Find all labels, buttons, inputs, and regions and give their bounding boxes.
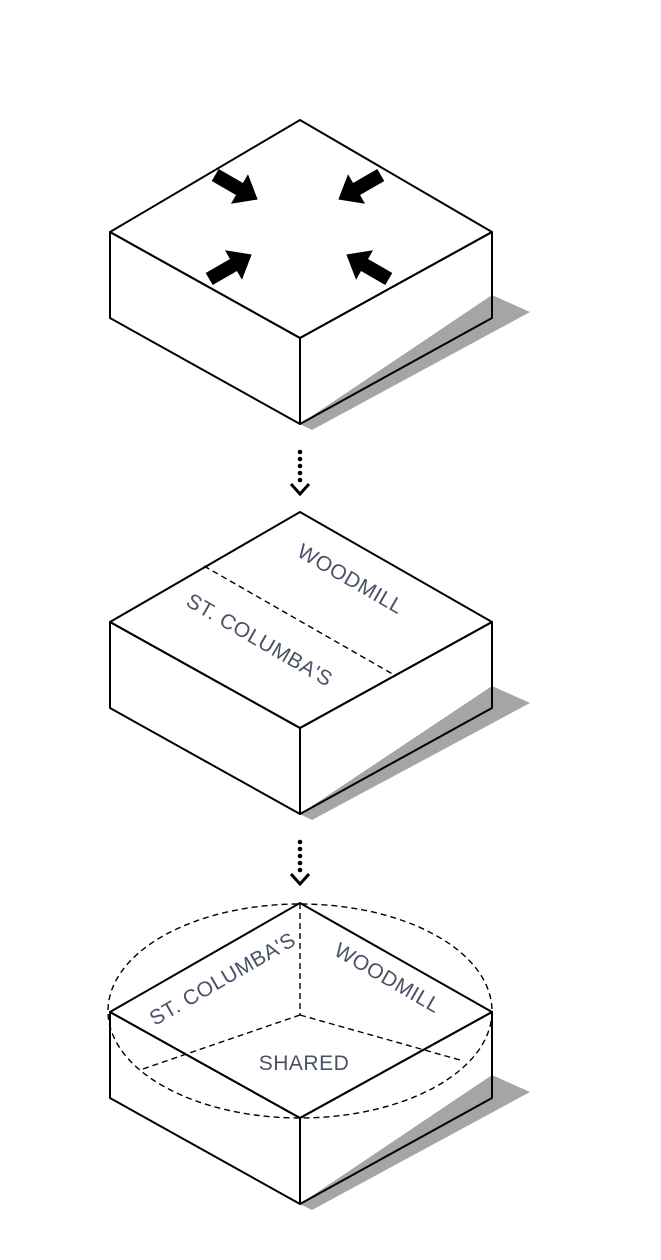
label-woodmill: WOODMILL — [293, 540, 407, 619]
arrow-icon — [200, 239, 261, 294]
divider-line — [139, 1014, 301, 1071]
label-woodmill: WOODMILL — [330, 939, 444, 1018]
block-shadow — [300, 295, 530, 430]
block-shadow — [300, 686, 530, 820]
block-split: WOODMILL ST. COLUMBA'S — [109, 511, 530, 820]
arrow-icon — [337, 239, 398, 294]
block-shadow — [300, 1075, 530, 1210]
shared-zone-ellipse — [107, 903, 493, 1119]
block-top-face — [109, 119, 493, 339]
block-merge — [109, 119, 530, 430]
block-left-face — [109, 1011, 301, 1205]
dotted-down-arrow — [289, 449, 311, 497]
dotted-down-arrow — [289, 839, 311, 887]
arrow-icon — [206, 160, 267, 215]
block-shared: ST. COLUMBA'S WOODMILL SHARED — [107, 902, 530, 1210]
block-top-face — [109, 511, 493, 729]
label-shared: SHARED — [259, 1052, 350, 1075]
divider-line — [203, 565, 397, 677]
divider-line — [299, 1014, 461, 1061]
block-top-face — [109, 902, 493, 1119]
arrow-icon — [329, 160, 390, 215]
block-left-face — [109, 231, 301, 425]
